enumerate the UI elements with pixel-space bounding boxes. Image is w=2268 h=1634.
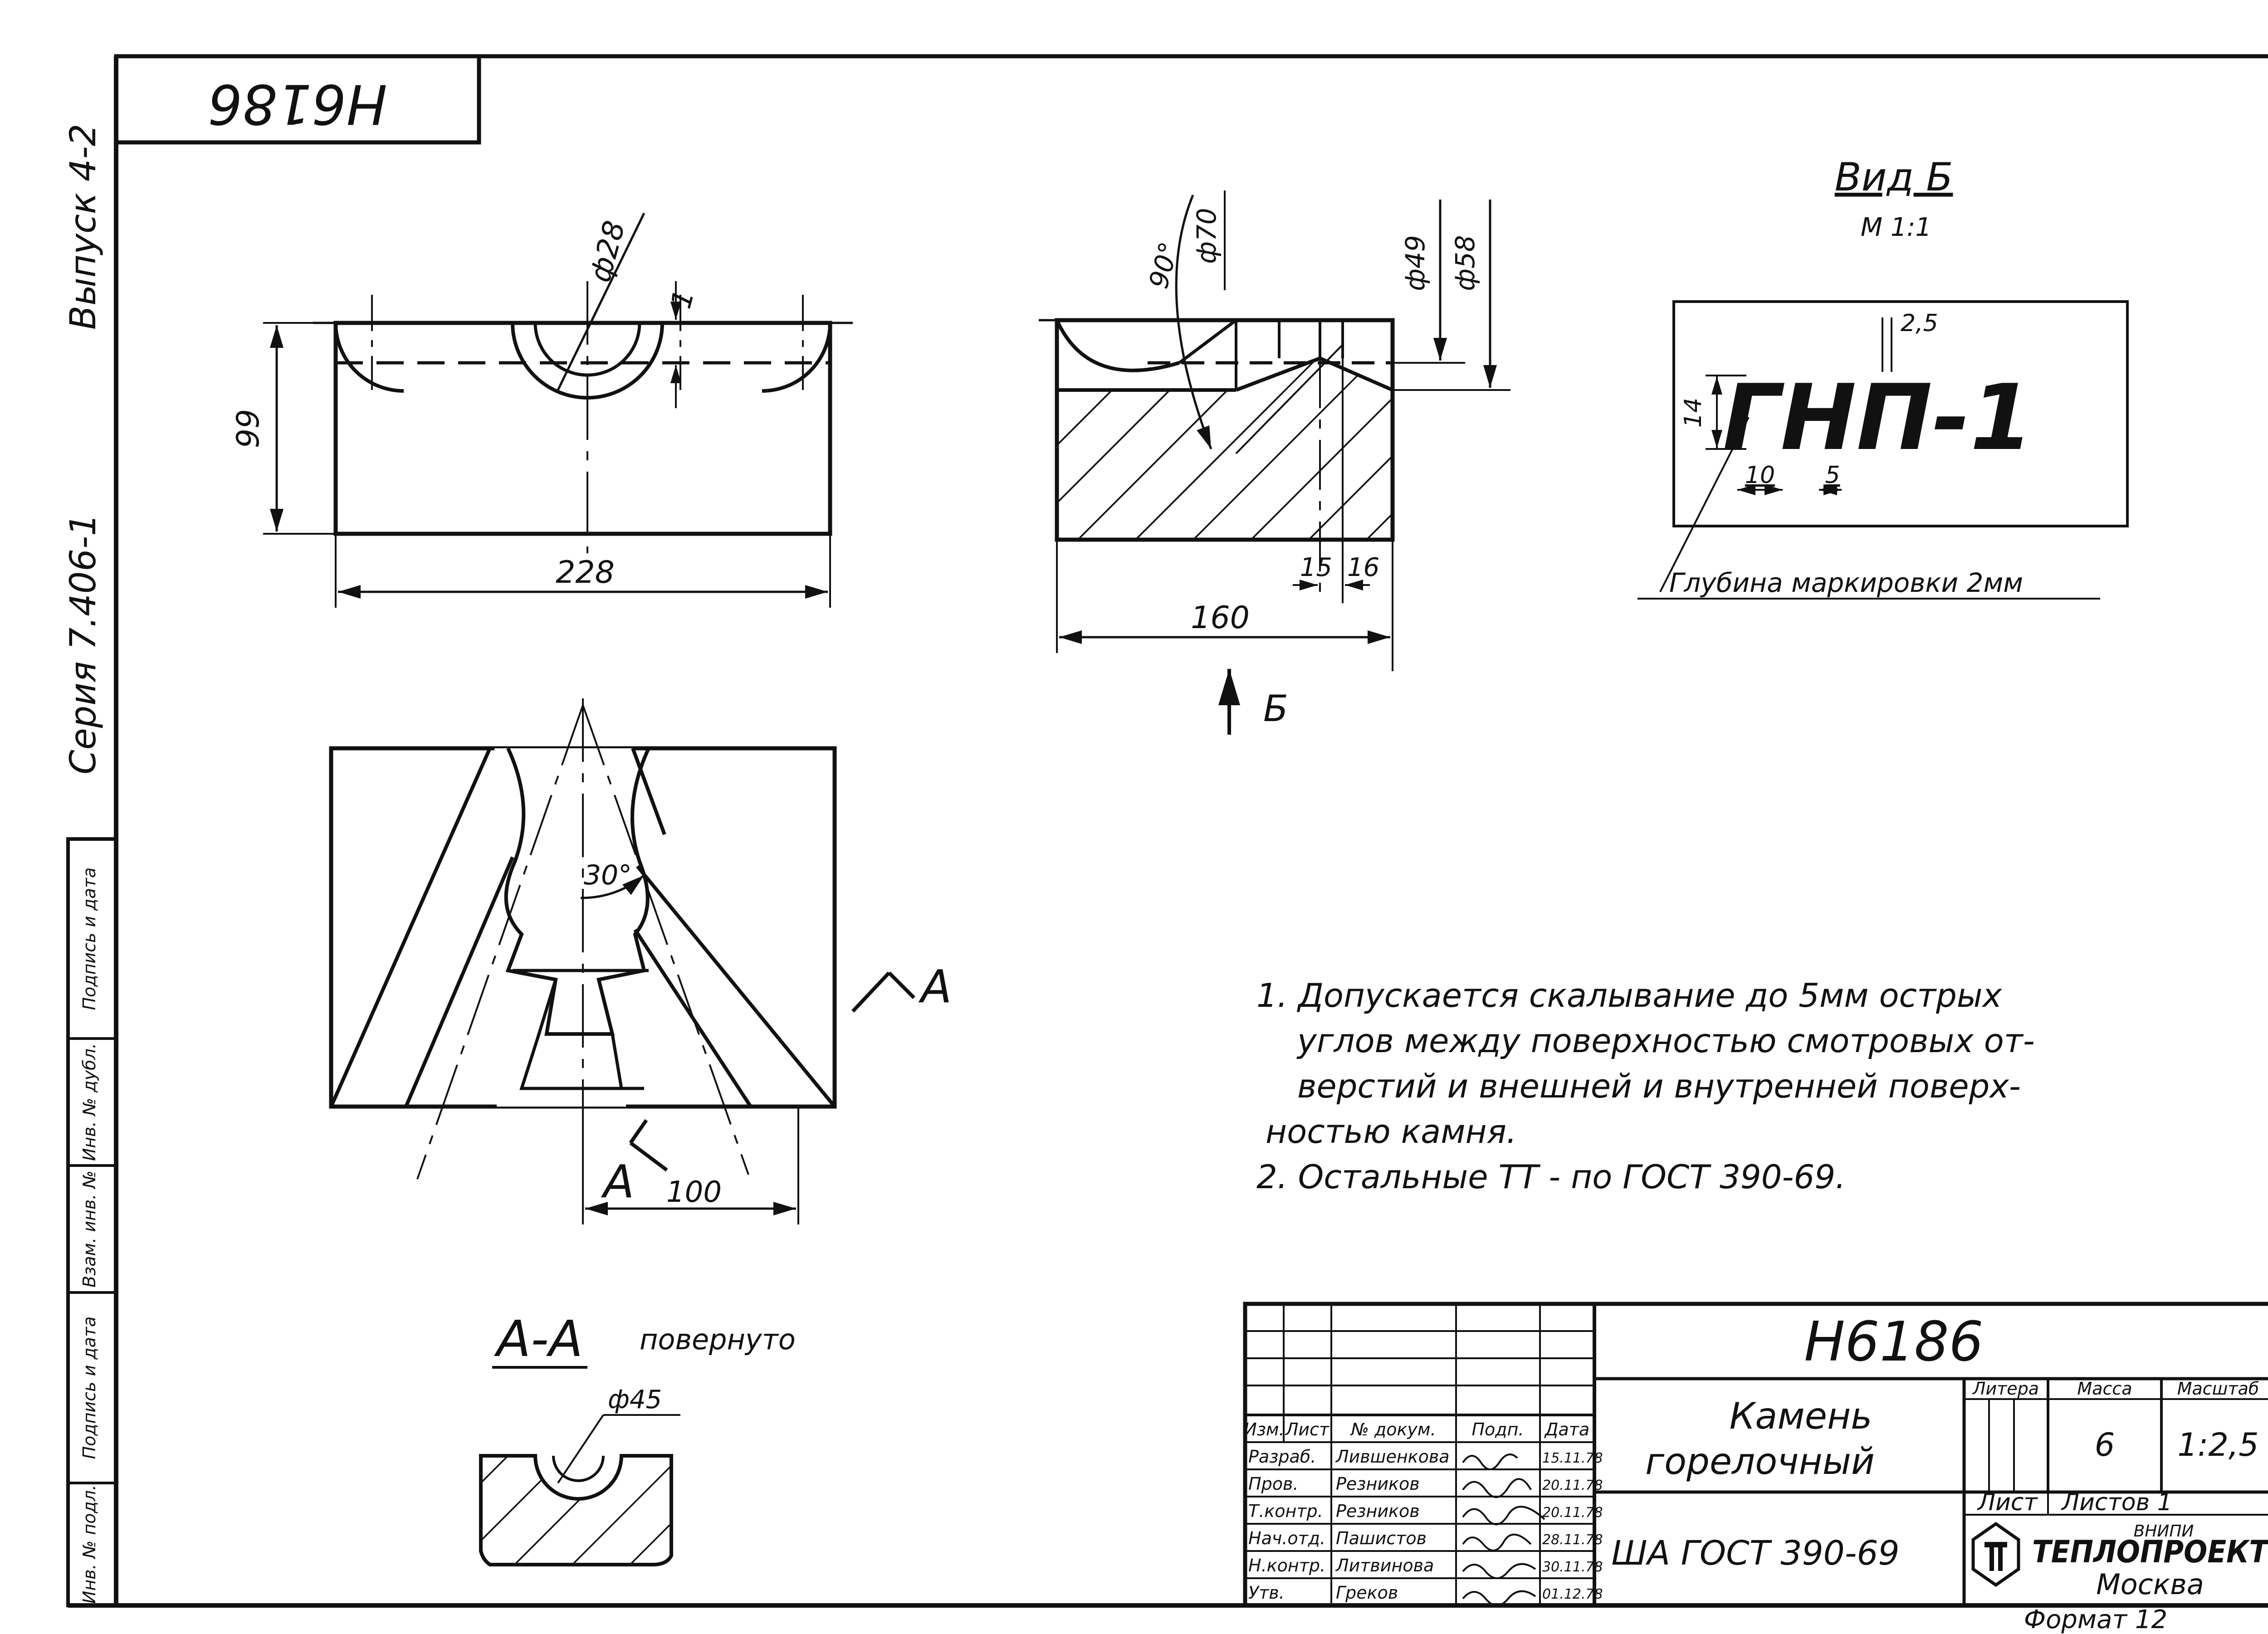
- dim-front-height: 99: [230, 409, 266, 449]
- view-b-dim-5: 5: [1825, 462, 1840, 489]
- teploproekt-logo-icon: [1971, 1522, 2020, 1587]
- row-role-5: Н.контр.: [1248, 1556, 1325, 1575]
- title-block: Изм. Лист № докум. Подп. Дата Разраб. Ли…: [1243, 1302, 2268, 1634]
- row-name-6: Греков: [1336, 1583, 1398, 1603]
- title-standard: ША ГОСТ 390-69: [1611, 1534, 1899, 1573]
- header-date: Дата: [1544, 1419, 1589, 1439]
- label-sheet: Лист: [1977, 1489, 2038, 1516]
- dim-side-d70: ф70: [1191, 208, 1222, 263]
- stamp-cell-3: Взам. инв. №: [79, 1171, 99, 1288]
- view-b-dim-25: 2,5: [1901, 310, 1938, 337]
- view-b-title: Вид Б: [1835, 155, 1953, 200]
- row-name-3: Резников: [1336, 1501, 1420, 1521]
- row-name-1: Лившенкова: [1335, 1447, 1450, 1467]
- row-name-5: Литвинова: [1335, 1556, 1434, 1575]
- dim-side-15: 15: [1300, 553, 1332, 582]
- view-b-dim-10: 10: [1745, 462, 1775, 489]
- section-subtitle: повернуто: [640, 1323, 796, 1356]
- side-series-label: Серия 7.406-1: [63, 513, 104, 774]
- dim-plan-100: 100: [666, 1176, 722, 1209]
- view-b: Вид Б М 1:1 ГНП-1 14 2,5 10 5 Глубина ма…: [1637, 155, 2129, 600]
- note-line-2: углов между поверхностью смотровых от-: [1296, 1022, 2035, 1060]
- section-title: А-А: [494, 1310, 583, 1368]
- note-line-5: 2. Остальные ТТ - по ГОСТ 390-69.: [1256, 1158, 1846, 1196]
- org-city: Москва: [2096, 1568, 2204, 1601]
- title-doc-number: Н6186: [1804, 1311, 1984, 1374]
- signatures: [1462, 1454, 1545, 1606]
- section-marker-lower: А: [601, 1155, 634, 1208]
- dim-side-16: 16: [1347, 553, 1379, 582]
- row-role-6: Утв.: [1248, 1583, 1285, 1603]
- row-date-5: 30.11.78: [1542, 1559, 1603, 1575]
- header-izm: Изм.: [1244, 1419, 1284, 1439]
- left-margin: Выпуск 4-2 Серия 7.406-1 Инв. № подл. По…: [63, 124, 118, 1607]
- stamp-box: Н6186: [114, 54, 481, 145]
- org-name: ТЕПЛОПРОЕКТ: [2032, 1534, 2268, 1570]
- technical-notes: 1. Допускается скалывание до 5мм острых …: [1256, 976, 2035, 1196]
- row-date-3: 20.11.78: [1542, 1505, 1603, 1521]
- side-section-view: 15 16 160 90° ф70 ф49 ф58: [1039, 190, 1510, 671]
- dim-side-angle: 90°: [1143, 239, 1185, 292]
- section-a-a: А-А повернуто ф45: [479, 1310, 796, 1566]
- row-role-4: Нач.отд.: [1248, 1528, 1325, 1548]
- header-list: Лист: [1285, 1419, 1330, 1439]
- section-marker-upper: А: [918, 960, 952, 1013]
- view-b-arrow: Б: [1218, 669, 1288, 735]
- label-litera: Литера: [1972, 1379, 2039, 1399]
- row-date-6: 01.12.78: [1542, 1586, 1603, 1602]
- dim-hole-diameter: ф28: [583, 217, 632, 286]
- view-b-dim-14: 14: [1680, 398, 1707, 428]
- value-mass: 6: [2095, 1426, 2115, 1463]
- title-name-line2: горелочный: [1645, 1440, 1875, 1483]
- view-b-arrow-label: Б: [1263, 688, 1288, 730]
- dim-side-d49: ф49: [1400, 235, 1431, 291]
- view-b-note: Глубина маркировки 2мм: [1669, 567, 2023, 598]
- stamp-cell-5: Подпись и дата: [79, 868, 99, 1010]
- note-line-1: 1. Допускается скалывание до 5мм острых: [1256, 976, 2003, 1015]
- section-markers: А А: [601, 960, 952, 1208]
- dim-side-width: 160: [1191, 600, 1250, 636]
- front-view: 228 99 ф28 1: [230, 212, 853, 608]
- view-b-marking: ГНП-1: [1723, 365, 2033, 471]
- row-date-2: 20.11.78: [1542, 1478, 1603, 1493]
- row-name-4: Пашистов: [1336, 1528, 1427, 1548]
- header-sign: Подп.: [1471, 1419, 1524, 1439]
- plan-view: 30° 100: [329, 698, 837, 1224]
- row-role-1: Разраб.: [1248, 1447, 1316, 1467]
- side-release-label: Выпуск 4-2: [63, 124, 104, 330]
- row-role-2: Пров.: [1248, 1474, 1298, 1494]
- label-sheets: Листов 1: [2061, 1489, 2172, 1516]
- stamp-cell-1: Инв. № подл.: [79, 1485, 99, 1604]
- view-b-scale: М 1:1: [1861, 213, 1931, 242]
- row-date-4: 28.11.78: [1542, 1532, 1603, 1548]
- label-mass: Масса: [2077, 1379, 2132, 1399]
- org-small: ВНИПИ: [2134, 1522, 2194, 1541]
- label-scale: Масштаб: [2177, 1379, 2259, 1399]
- dim-front-width: 228: [556, 555, 615, 590]
- dim-recess-depth: 1: [664, 286, 701, 312]
- stamp-cell-4: Инв. № дубл.: [79, 1043, 99, 1161]
- stamp-number: Н6186: [208, 72, 387, 135]
- value-scale: 1:2,5: [2177, 1426, 2258, 1463]
- header-doc: № докум.: [1350, 1419, 1436, 1439]
- row-role-3: Т.контр.: [1248, 1501, 1323, 1521]
- format-label: Формат 12: [2024, 1605, 2167, 1634]
- note-line-3: верстий и внешней и внутренней поверх-: [1297, 1067, 2021, 1105]
- dim-plan-angle: 30°: [584, 859, 632, 891]
- stamp-cell-2: Подпись и дата: [79, 1317, 99, 1459]
- dim-section-d45: ф45: [608, 1385, 662, 1415]
- title-name-line1: Камень: [1730, 1395, 1872, 1437]
- row-date-1: 15.11.78: [1542, 1450, 1603, 1466]
- dim-side-d58: ф58: [1450, 235, 1481, 291]
- row-name-2: Резников: [1336, 1474, 1420, 1494]
- note-line-4: ностью камня.: [1266, 1112, 1517, 1151]
